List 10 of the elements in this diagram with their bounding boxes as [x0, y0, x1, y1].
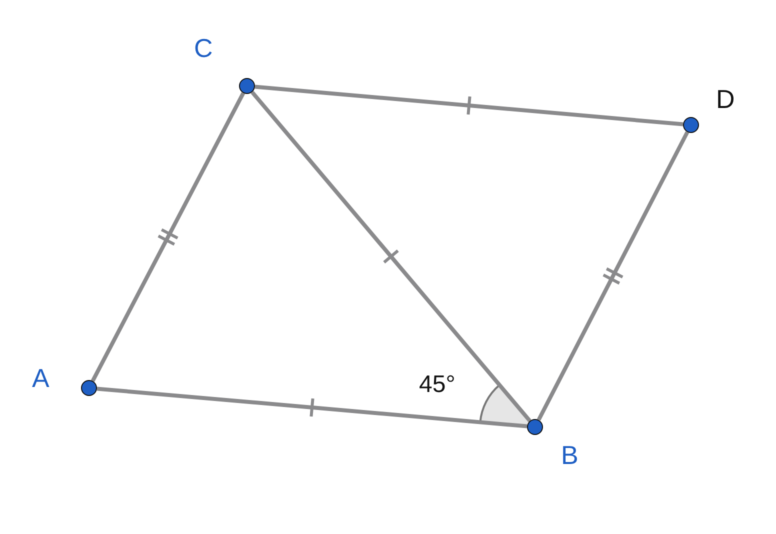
point-label: C [194, 33, 213, 64]
line-segment [96, 386, 528, 428]
point-label: A [32, 363, 50, 394]
line-segment [254, 84, 684, 126]
point-label: D [716, 84, 735, 115]
line-segment [250, 90, 532, 422]
line-segment [90, 92, 246, 382]
point-label: B [561, 440, 578, 471]
line-segment [536, 131, 690, 421]
angle-label: 45° [419, 371, 456, 399]
